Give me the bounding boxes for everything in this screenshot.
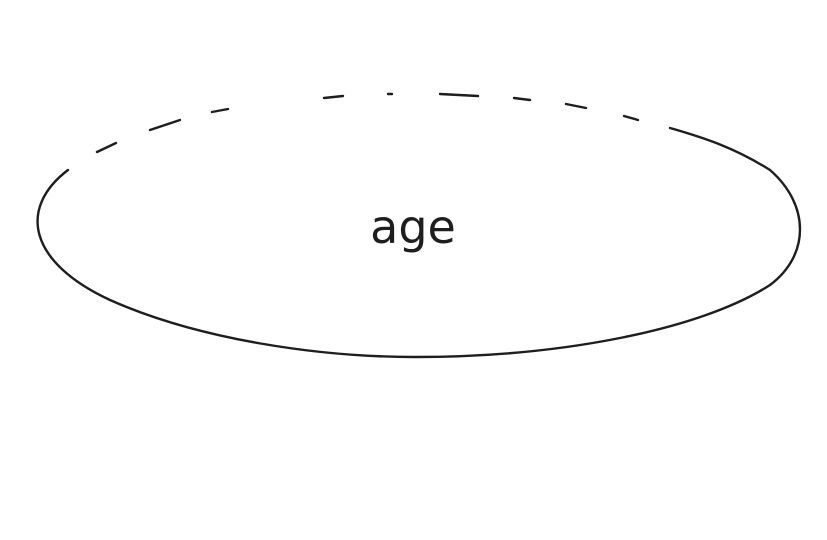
- ellipse-border-dashed: [95, 92, 640, 154]
- ellipse-border-solid: [36, 126, 802, 359]
- node-label: age: [370, 200, 456, 254]
- attribute-node[interactable]: age: [36, 92, 802, 359]
